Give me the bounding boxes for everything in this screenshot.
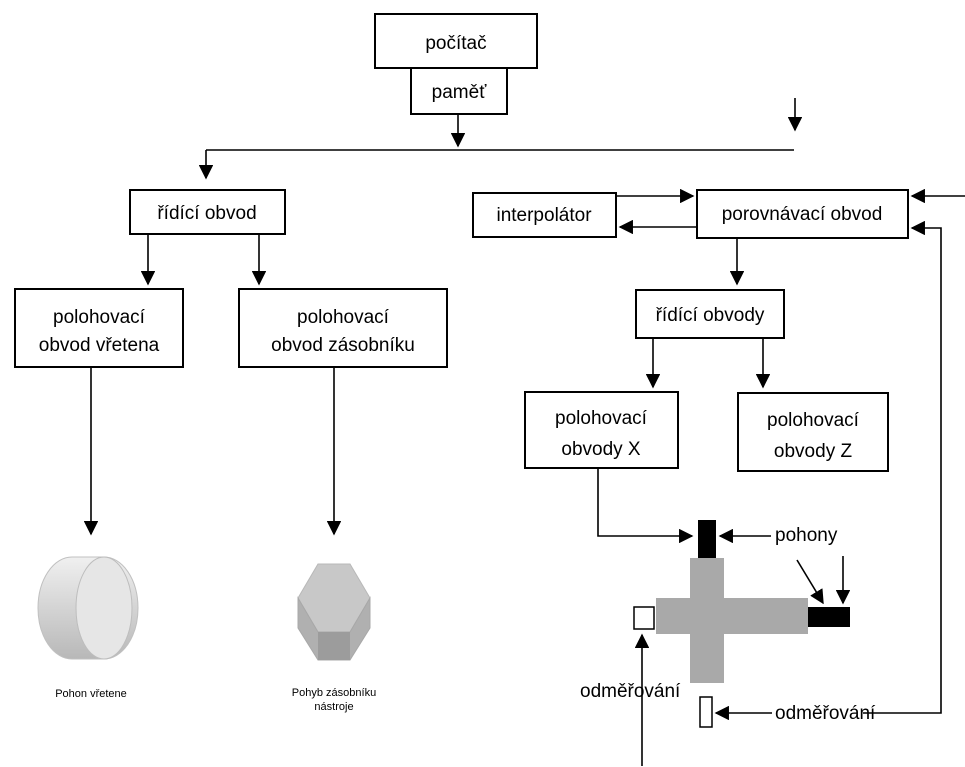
control-circuits-label: řídící obvody (656, 305, 765, 326)
spindle-positioning-line1: polohovací (53, 307, 146, 328)
arrow-x-to-drive (597, 468, 694, 544)
spindle-drive-caption: Pohon vřetene (55, 688, 127, 700)
computer-box (374, 13, 538, 69)
z-positioning-line1: polohovací (767, 410, 860, 431)
magazine-caption-line2: nástroje (314, 701, 353, 713)
control-circuits-box (635, 289, 785, 339)
magazine-hexagon-icon (297, 563, 371, 661)
arrow-drives-to-z-motor (796, 559, 824, 605)
control-circuit-box (129, 189, 286, 235)
magazine-positioning-line2: obvod zásobníku (271, 335, 415, 356)
measurement-label-left: odměřování (580, 681, 681, 702)
spindle-positioning-box (14, 288, 184, 368)
memory-box (410, 67, 508, 115)
x-positioning-box (524, 391, 679, 469)
z-positioning-line2: obvody Z (774, 441, 853, 462)
interpolator-box (472, 192, 617, 238)
spindle-positioning-line2: obvod vřetena (39, 335, 160, 356)
x-positioning-line1: polohovací (555, 408, 648, 429)
magazine-positioning-line1: polohovací (297, 307, 390, 328)
x-encoder-block (699, 696, 713, 728)
magazine-positioning-box (238, 288, 448, 368)
computer-label: počítač (425, 33, 486, 54)
feedback-line (863, 220, 942, 714)
measurement-label-bottom: odměřování (775, 703, 876, 724)
comparator-box (696, 189, 909, 239)
z-positioning-box (737, 392, 889, 472)
magazine-caption-line1: Pohyb zásobníku (292, 687, 376, 699)
z-encoder-block (633, 606, 655, 630)
cross-slide-mechanism (633, 520, 850, 728)
spindle-cylinder-icon (37, 556, 139, 660)
control-circuit-label: řídící obvod (157, 203, 256, 224)
comparator-label: porovnávací obvod (722, 204, 883, 225)
interpolator-label: interpolátor (496, 205, 592, 226)
drives-label: pohony (775, 525, 838, 546)
x-motor-block (698, 520, 716, 558)
memory-label: paměť (432, 82, 488, 103)
x-positioning-line2: obvody X (561, 439, 641, 460)
z-motor-block (808, 607, 850, 627)
